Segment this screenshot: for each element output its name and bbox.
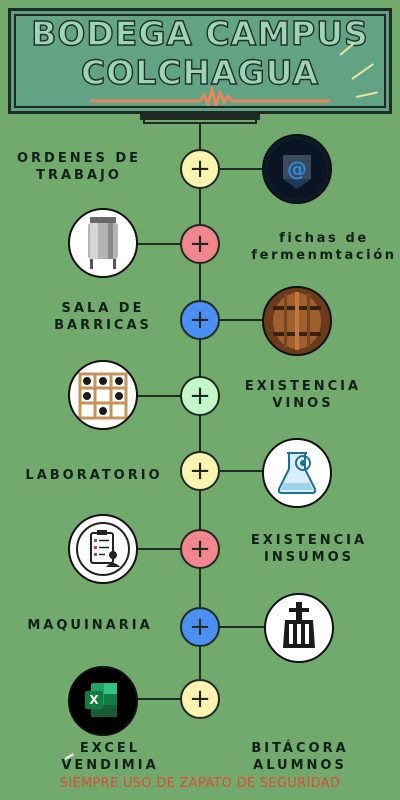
timeline-node-existencia-vinos[interactable]: +: [180, 376, 220, 416]
excel-icon[interactable]: X: [68, 666, 138, 736]
wine-press-icon[interactable]: [264, 593, 334, 663]
label-excel-vendimia[interactable]: EXCEL VENDIMIA: [61, 741, 159, 773]
title-line-2: COLCHAGUA: [80, 52, 320, 92]
timeline-node-barricas[interactable]: +: [180, 300, 220, 340]
board-stand: [140, 114, 260, 120]
title-line-1: BODEGA CAMPUS: [30, 13, 369, 53]
wine-rack-icon[interactable]: [68, 360, 138, 430]
timeline-node-excel[interactable]: +: [180, 679, 220, 719]
lab-flask-icon[interactable]: [262, 438, 332, 508]
heartbeat-line-icon: [90, 86, 330, 106]
label-fichas-de-fermentacion[interactable]: fichas de fermenmtación: [251, 231, 397, 263]
label-maquinaria[interactable]: MAQUINARIA: [27, 618, 153, 633]
safety-footer-note: SIEMPRE USO DE ZAPATO DE SEGURIDAD: [59, 776, 341, 791]
svg-text:X: X: [89, 693, 99, 707]
fermentation-tank-icon[interactable]: [68, 208, 138, 278]
label-existencia-insumos[interactable]: EXISTENCIA INSUMOS: [250, 533, 368, 565]
inventory-clipboard-icon[interactable]: [68, 514, 138, 584]
label-existencia-vinos[interactable]: EXISTENCIA VINOS: [244, 379, 362, 411]
timeline-node-existencia-insumos[interactable]: +: [180, 529, 220, 569]
label-laboratorio[interactable]: LABORATORIO: [25, 468, 163, 483]
label-ordenes-de-trabajo[interactable]: ORDENES DE TRABAJO: [16, 151, 142, 183]
timeline-node-fichas[interactable]: +: [180, 224, 220, 264]
label-bitacora-alumnos[interactable]: BITÁCORA ALUMNOS: [251, 741, 349, 773]
timeline-node-maquinaria[interactable]: +: [180, 607, 220, 647]
timeline-node-laboratorio[interactable]: +: [180, 451, 220, 491]
header-board: [8, 8, 392, 114]
svg-text:@: @: [287, 157, 307, 181]
email-at-icon[interactable]: @: [262, 134, 332, 204]
timeline-node-ordenes[interactable]: +: [180, 149, 220, 189]
label-sala-de-barricas[interactable]: SALA DE BARRICAS: [54, 301, 152, 333]
wine-barrels-icon[interactable]: [262, 286, 332, 356]
board-stand-base: [143, 120, 257, 124]
